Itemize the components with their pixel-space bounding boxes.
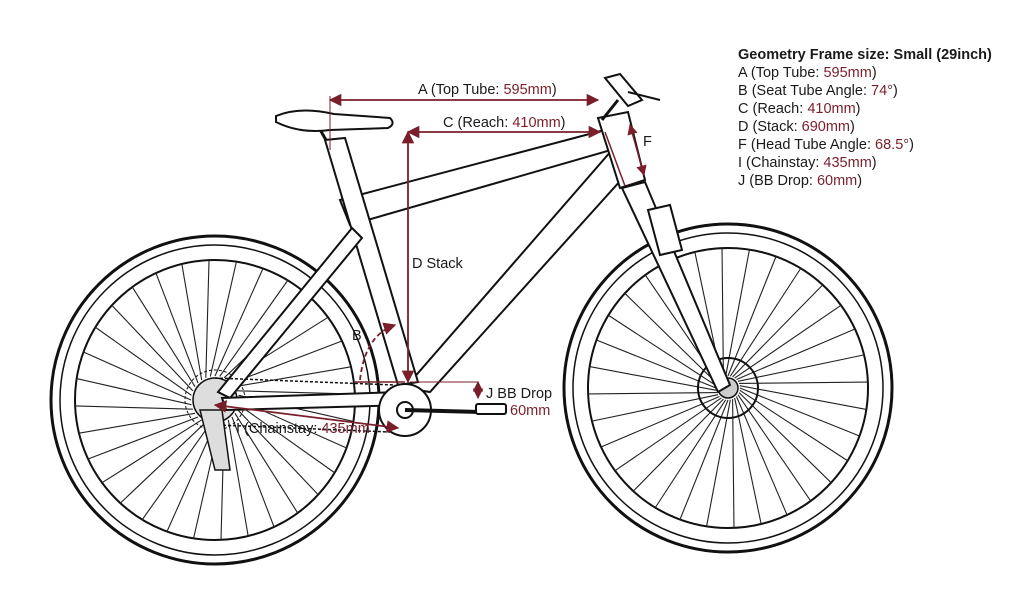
spoke <box>738 392 832 484</box>
spoke <box>654 399 727 508</box>
front-wheel <box>562 222 894 554</box>
measurements <box>213 93 647 433</box>
spoke <box>231 340 343 384</box>
spec-row-stack: D (Stack: 690mm) <box>738 119 855 135</box>
spoke <box>231 416 275 528</box>
spec-row-chainstay: I (Chainstay: 435mm) <box>738 155 877 171</box>
spoke <box>679 399 729 520</box>
spoke <box>95 326 192 396</box>
spoke <box>624 292 718 384</box>
label-top-tube: A (Top Tube: 595mm) <box>418 82 557 98</box>
spoke <box>736 328 856 381</box>
spec-row-reach: C (Reach: 410mm) <box>738 101 861 117</box>
spoke <box>734 397 762 525</box>
spoke <box>600 395 720 448</box>
spoke <box>181 263 203 381</box>
spoke <box>596 339 717 389</box>
spoke <box>83 351 192 401</box>
spec-row-bb-drop: J (BB Drop: 60mm) <box>738 173 863 189</box>
spoke <box>227 419 249 537</box>
spoke <box>205 260 210 378</box>
spec-title: Geometry Frame size: Small (29inch) <box>738 47 992 63</box>
spoke <box>209 261 237 377</box>
spoke <box>166 423 216 532</box>
label-reach: C (Reach: 410mm) <box>443 115 566 131</box>
spoke <box>732 284 824 378</box>
spoke <box>234 366 352 388</box>
saddle <box>275 109 394 132</box>
spoke <box>721 248 724 377</box>
spoke <box>219 280 289 377</box>
spoke <box>735 396 788 516</box>
geometry-spec-list: Geometry Frame size: Small (29inch) A (T… <box>738 46 992 190</box>
spoke <box>632 398 724 492</box>
spec-row-seat-tube-angle: B (Seat Tube Angle: 74°) <box>738 83 898 99</box>
spoke <box>76 378 192 406</box>
spoke <box>214 268 264 377</box>
chainstay-dimension-line <box>213 400 400 433</box>
disc-brake <box>697 357 759 419</box>
spoke <box>727 256 777 377</box>
label-head-tube-angle: F <box>643 134 652 150</box>
spoke <box>591 394 719 422</box>
spoke <box>739 389 848 462</box>
spoke <box>75 405 193 410</box>
spoke <box>614 397 722 472</box>
label-seat-tube-angle: B <box>352 328 362 344</box>
handlebar <box>603 72 644 108</box>
spec-row-top-tube: A (Top Tube: 595mm) <box>738 65 877 81</box>
label-stack: D Stack <box>412 256 464 272</box>
spoke <box>155 272 199 384</box>
spoke <box>706 399 731 527</box>
spoke <box>119 421 207 504</box>
spoke <box>739 387 860 437</box>
spoke <box>737 354 865 382</box>
spoke <box>87 416 199 460</box>
spoke <box>141 423 211 520</box>
pedal <box>475 403 507 415</box>
spoke <box>588 392 717 395</box>
label-chainstay: I (Chainstay: 435mm <box>236 421 370 437</box>
spoke <box>729 268 802 377</box>
spoke <box>608 314 717 387</box>
label-bb-drop-value: 60mm <box>510 403 550 419</box>
spoke <box>78 412 196 434</box>
spec-row-head-tube-angle: F (Head Tube Angle: 68.5°) <box>738 137 914 153</box>
spoke <box>732 399 735 528</box>
spoke <box>739 385 867 410</box>
spoke <box>739 381 868 384</box>
spoke <box>101 419 202 484</box>
spoke <box>737 394 812 502</box>
spoke <box>111 304 194 392</box>
spoke <box>131 286 196 387</box>
head-tube-angle-line <box>627 123 647 177</box>
spoke <box>725 249 750 377</box>
label-bb-drop: J BB Drop <box>486 386 552 402</box>
spoke <box>734 304 842 379</box>
spoke <box>589 366 717 391</box>
